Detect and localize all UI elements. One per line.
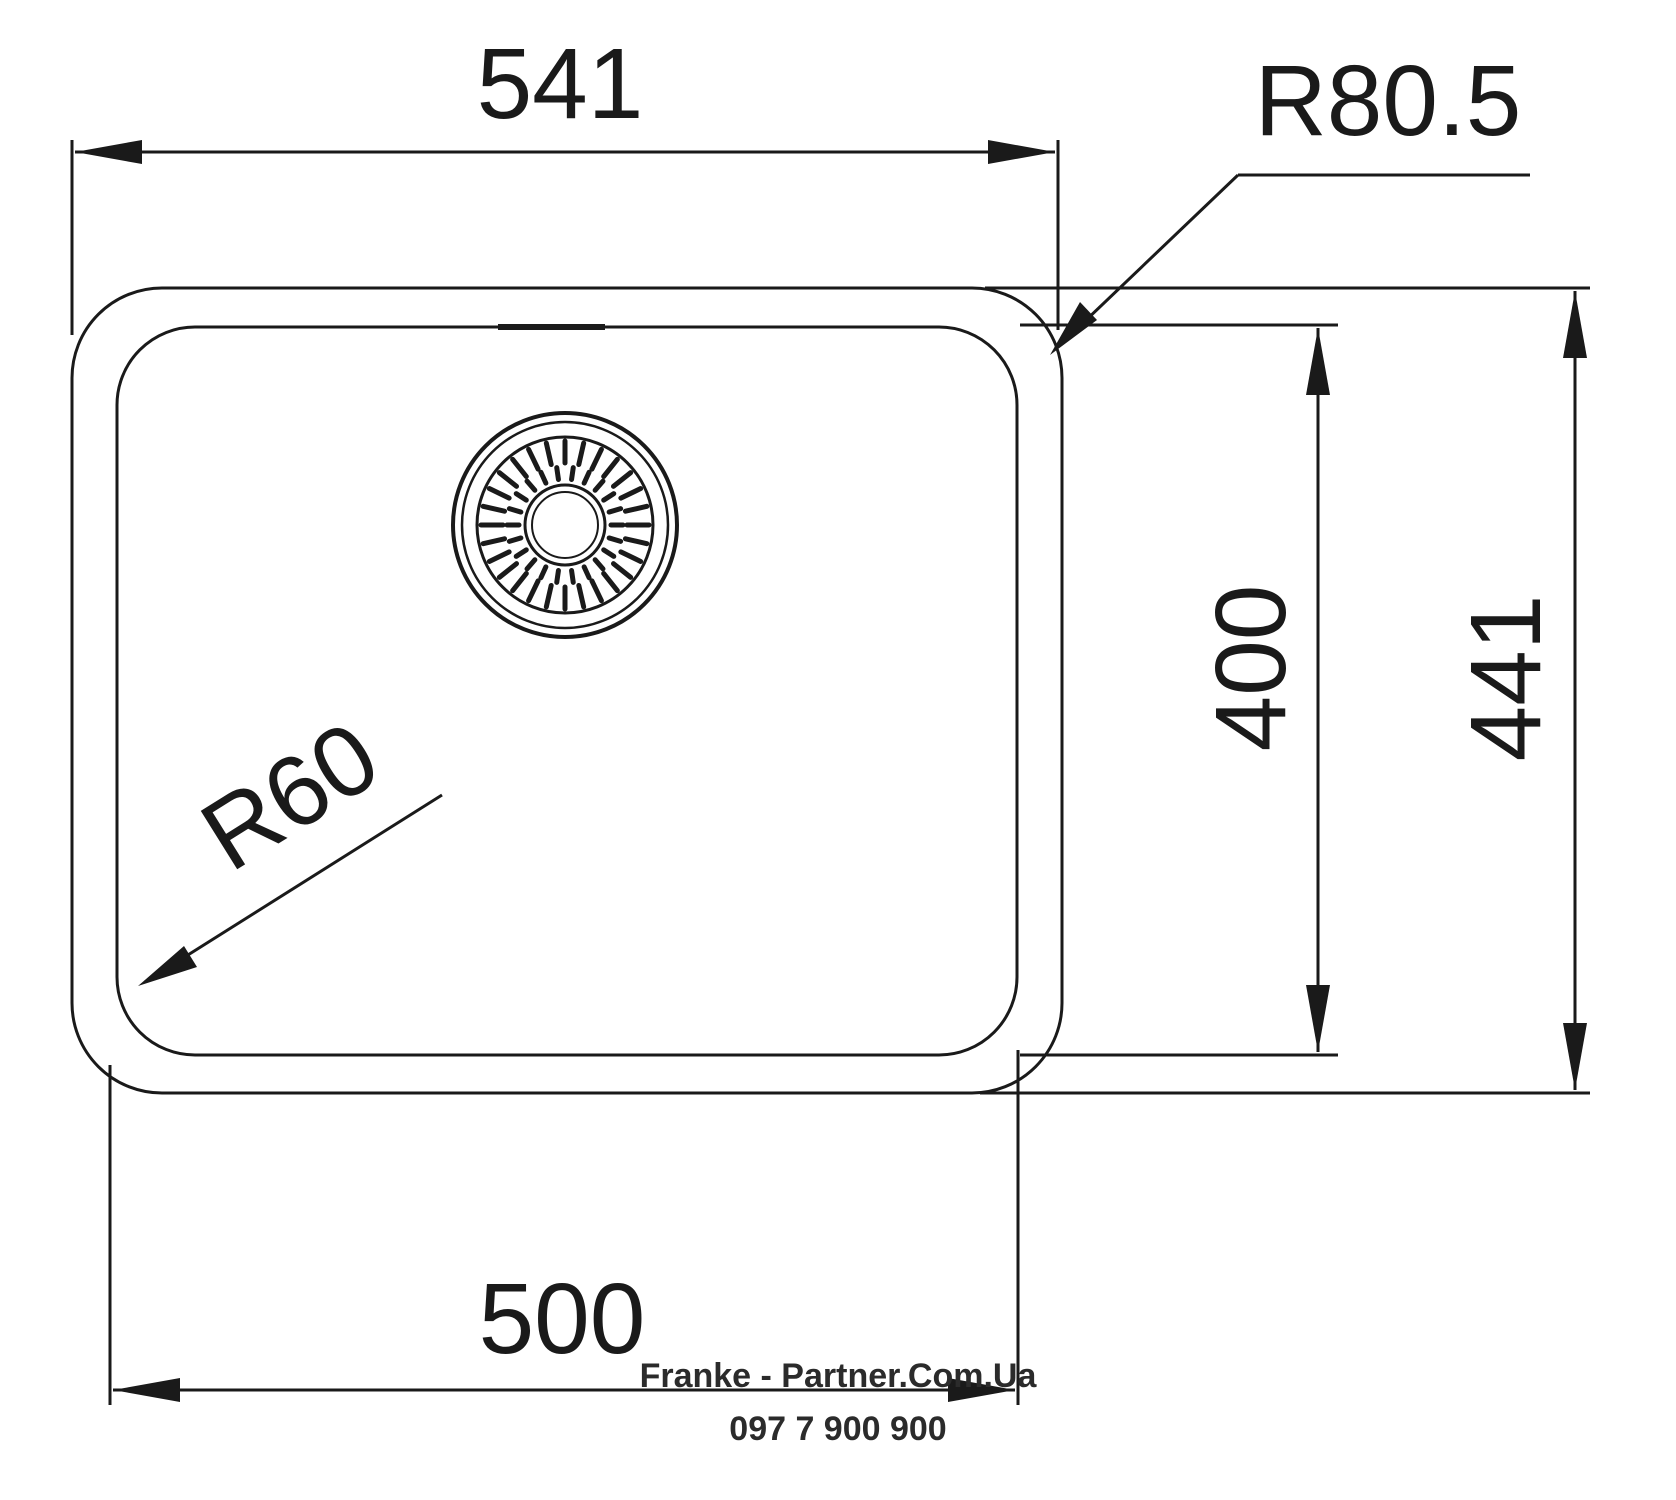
strainer-slot (526, 446, 541, 472)
strainer-slot (601, 570, 620, 594)
strainer-slot (589, 446, 604, 472)
watermark-site: Franke - Partner.Com.Ua (640, 1357, 1038, 1395)
dimension-label-400: 400 (1195, 585, 1307, 752)
dimension-label-r80-5: R80.5 (1255, 45, 1522, 157)
strainer-slot (480, 536, 508, 547)
strainer-slot (622, 536, 650, 547)
strainer-slot (554, 568, 561, 585)
dimension-label-500: 500 (479, 1263, 646, 1375)
strainer-slot (618, 486, 644, 501)
strainer-slot (618, 549, 644, 564)
strainer-slot (601, 547, 617, 559)
sink-outer-outline (70, 286, 1064, 1095)
strainer-slot (506, 535, 524, 544)
strainer-slot (576, 582, 587, 610)
strainer-slot (480, 503, 508, 514)
strainer-slot (601, 456, 620, 480)
strainer-slot (576, 440, 587, 468)
strainer-slot (543, 582, 554, 610)
strainer-slot (554, 465, 561, 482)
dimension-inner-radius: R60 (138, 700, 443, 986)
strainer-slot (486, 486, 512, 501)
strainer-slot (496, 470, 520, 489)
strainer-slots (478, 438, 652, 612)
strainer-slot (581, 564, 592, 581)
strainer-slot (524, 557, 538, 572)
dimension-label-r60: R60 (183, 700, 398, 892)
strainer-slot (496, 561, 520, 580)
watermark-phone: 097 7 900 900 (729, 1410, 946, 1448)
strainer-slot (543, 440, 554, 468)
strainer-slot (538, 469, 549, 486)
dimension-overall-height: 441 (980, 286, 1590, 1095)
strainer-slot (592, 557, 606, 572)
drain-strainer-icon (451, 411, 679, 639)
dimension-inner-width: 500 (108, 1050, 1020, 1405)
strainer-slot (569, 465, 576, 482)
strainer-slot (601, 491, 617, 503)
dimension-overall-width: 541 (70, 28, 1060, 335)
strainer-slot (513, 547, 529, 559)
strainer-slot (524, 478, 538, 493)
strainer-slot (610, 561, 634, 580)
strainer-slot (538, 564, 549, 581)
strainer-slot (569, 568, 576, 585)
strainer-slot (589, 578, 604, 604)
strainer-slot (513, 491, 529, 503)
dimension-label-441: 441 (1450, 595, 1562, 762)
strainer-slot (506, 506, 524, 515)
dimension-inner-height: 400 (1020, 323, 1338, 1057)
dimension-label-541: 541 (477, 28, 644, 140)
strainer-slot (622, 503, 650, 514)
strainer-slot (606, 506, 624, 515)
strainer-slot (606, 535, 624, 544)
strainer-slot (581, 469, 592, 486)
dimension-outer-radius: R80.5 (1050, 45, 1530, 355)
strainer-slot (510, 570, 529, 594)
strainer-slot (526, 578, 541, 604)
strainer-slot (592, 478, 606, 493)
strainer-slot (510, 456, 529, 480)
strainer-slot (610, 470, 634, 489)
strainer-slot (486, 549, 512, 564)
